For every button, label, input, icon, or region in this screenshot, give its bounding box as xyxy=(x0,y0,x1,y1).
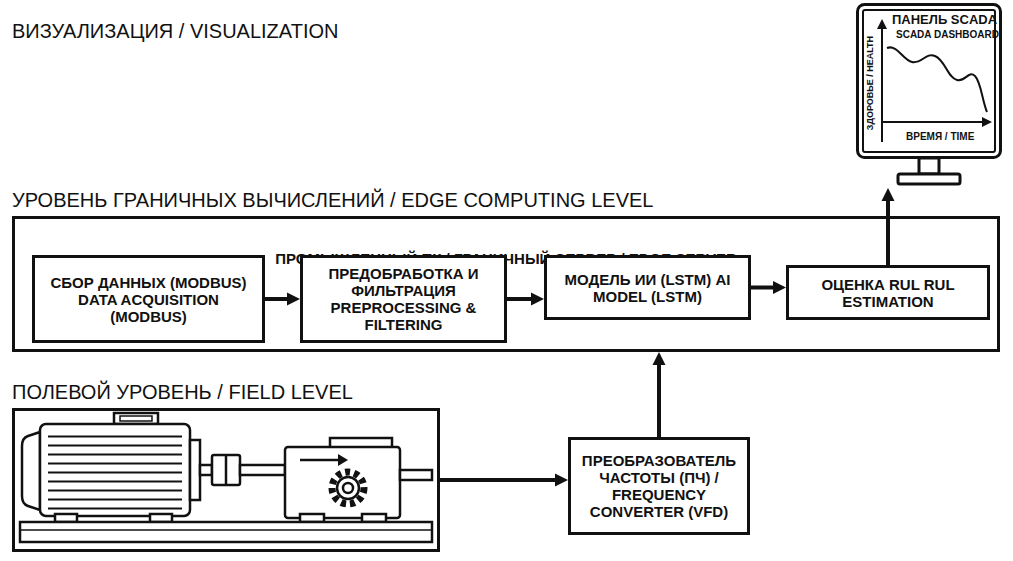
field-level-band: ПОЛЕВОЙ УРОВЕНЬ / FIELD LEVEL xyxy=(12,408,440,552)
flow-arrow xyxy=(440,474,568,487)
gearbox xyxy=(285,438,432,522)
flow-arrow xyxy=(507,293,544,306)
process-box: ОЦЕНКА RUL RUL ESTIMATION xyxy=(786,265,990,320)
level-heading: ПОЛЕВОЙ УРОВЕНЬ / FIELD LEVEL xyxy=(12,381,434,404)
motor xyxy=(22,413,200,522)
converter-box: ПРЕОБРАЗОВАТЕЛЬ ЧАСТОТЫ (ПЧ) / FREQUENCY… xyxy=(568,437,750,535)
scada-monitor: ПАНЕЛЬ SCADA SCADA DASHBOARD ЗДОРОВЬЕ / HE… xyxy=(856,3,1002,188)
arrow-line xyxy=(751,286,775,290)
panel-title: ПАНЕЛЬ SCADA xyxy=(892,12,997,27)
arrow-head xyxy=(287,293,300,306)
process-box: СБОР ДАННЫХ (MODBUS) DATA ACQUISITION (M… xyxy=(32,255,265,343)
process-box: МОДЕЛЬ ИИ (LSTM) AI MODEL (LSTM) xyxy=(544,255,751,320)
arrow-line xyxy=(657,363,661,437)
arrow-line xyxy=(886,199,890,265)
box-text: ПРЕОБРАЗОВАТЕЛЬ ЧАСТОТЫ (ПЧ) / FREQUENCY… xyxy=(579,452,739,520)
monitor xyxy=(858,5,1001,185)
arrow-line xyxy=(440,478,557,482)
base-plate xyxy=(20,522,432,542)
box-text: ОЦЕНКА RUL RUL ESTIMATION xyxy=(797,276,979,310)
arrow-line xyxy=(507,297,533,301)
coupling xyxy=(200,455,285,485)
arrow-head xyxy=(531,293,544,306)
arrow-line xyxy=(265,297,289,301)
box-text: СБОР ДАННЫХ (MODBUS) DATA ACQUISITION (M… xyxy=(43,274,254,325)
axis-label: ВРЕМЯ / TIME xyxy=(906,131,974,142)
level-heading: УРОВЕНЬ ГРАНИЧНЫХ ВЫЧИСЛЕНИЙ / EDGE COMP… xyxy=(12,189,994,212)
section-label: ВИЗУАЛИЗАЦИЯ / VISUALIZATION xyxy=(12,20,338,43)
flow-arrow xyxy=(265,293,300,306)
edge-level-band: УРОВЕНЬ ГРАНИЧНЫХ ВЫЧИСЛЕНИЙ / EDGE COMP… xyxy=(12,216,1000,352)
box-text: ПРЕДОБРАБОТКА И ФИЛЬТРАЦИЯ PREPROCESSING… xyxy=(311,265,496,333)
arrow-head xyxy=(653,352,666,365)
box-text: МОДЕЛЬ ИИ (LSTM) AI MODEL (LSTM) xyxy=(555,271,740,305)
axis-label: ЗДОРОВЬЕ / HEALTH xyxy=(865,36,875,130)
flow-arrow xyxy=(751,281,786,294)
arrow-head xyxy=(555,474,568,487)
flow-arrow xyxy=(653,352,666,437)
flow-arrow xyxy=(882,188,895,265)
arrow-head xyxy=(773,281,786,294)
panel-subtitle: SCADA DASHBOARD xyxy=(896,29,999,40)
arrow-head xyxy=(882,188,895,201)
process-box: ПРЕДОБРАБОТКА И ФИЛЬТРАЦИЯ PREPROCESSING… xyxy=(300,255,507,343)
